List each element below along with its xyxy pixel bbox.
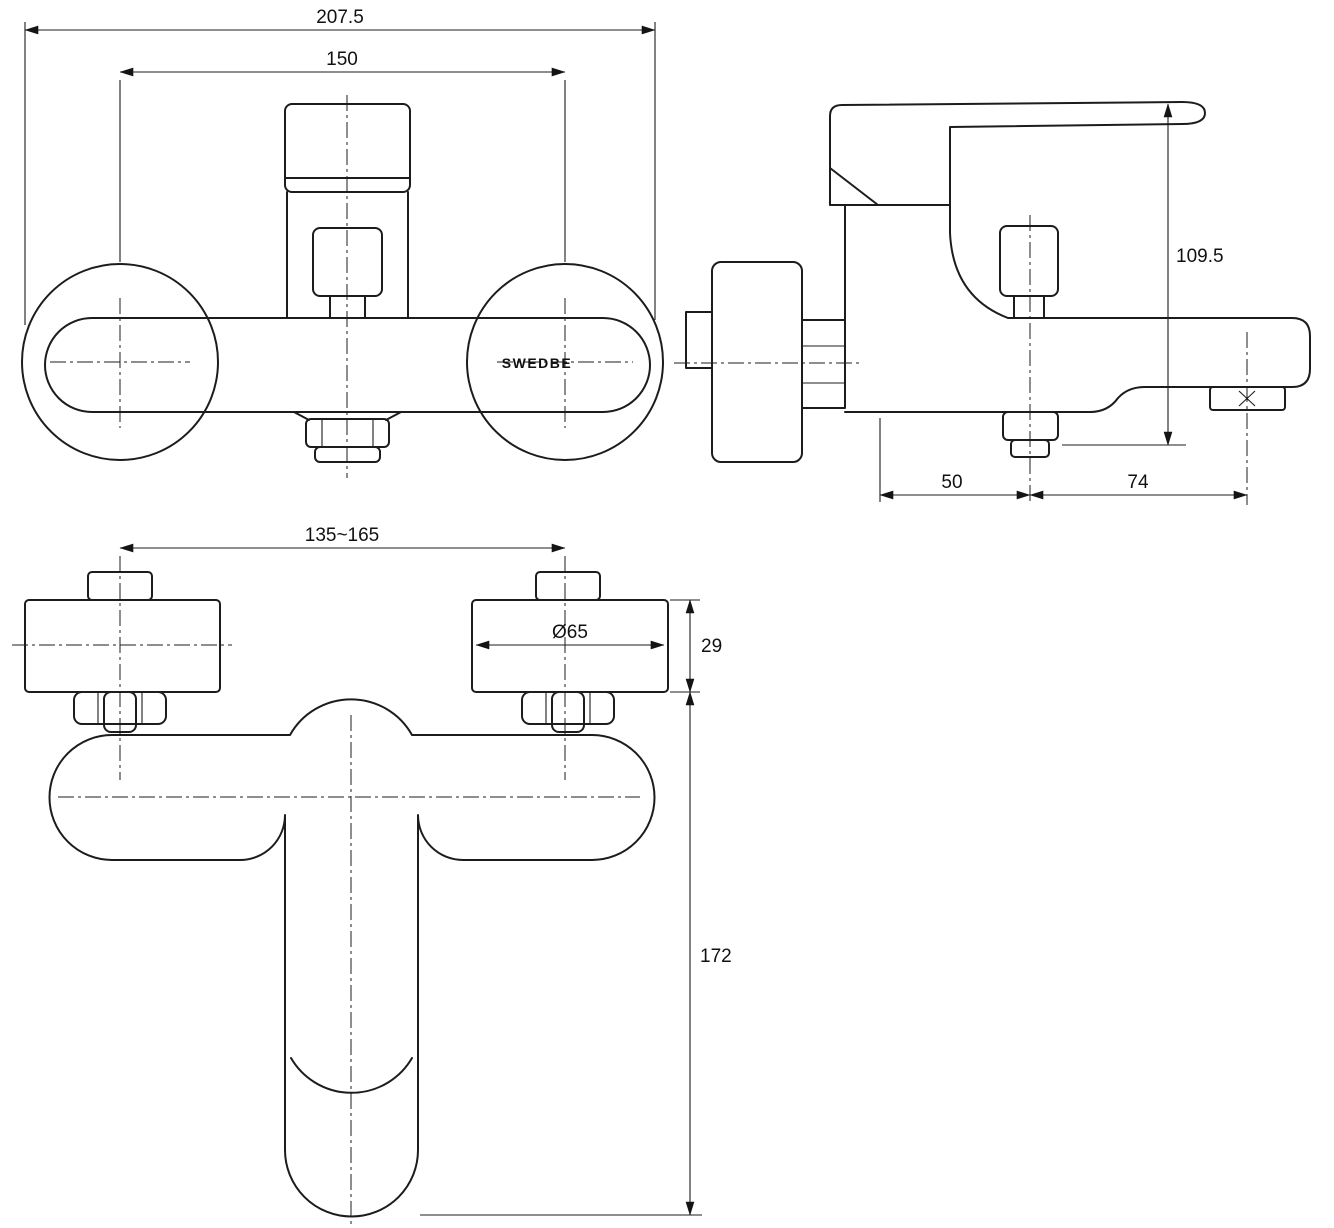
dim-label-overall-width: 207.5: [316, 7, 364, 28]
dim-label-diverter-to-spout: 74: [1127, 472, 1149, 493]
dim-handle-width: 150: [119, 49, 566, 262]
dim-label-mount-centers: 135~165: [305, 525, 380, 546]
aerator: [1209, 386, 1286, 411]
dim-label-handle-width: 150: [326, 49, 358, 70]
mounting-nut-side: [801, 319, 846, 409]
dim-diverter-to-spout: 74: [1029, 472, 1248, 500]
escutcheon-left-bottom: [24, 571, 221, 733]
front-centerlines: [50, 95, 633, 478]
dim-label-height: 109.5: [1176, 246, 1224, 267]
bottom-view: 135~165 Ø65 29 172: [12, 525, 732, 1226]
dim-spout-reach: 172: [420, 691, 732, 1216]
dim-overall-width: 207.5: [24, 7, 656, 325]
dim-label-spout-reach: 172: [700, 946, 732, 967]
shower-outlet-front: [293, 411, 402, 463]
dim-label-flange-diameter: Ø65: [552, 622, 588, 643]
dim-wall-to-diverter: 50: [879, 418, 1031, 502]
diverter-knob-side: [999, 225, 1059, 319]
side-view: 109.5 50 74: [674, 101, 1311, 505]
wall-pipe-side: [685, 311, 713, 369]
diverter-knob-front: [312, 227, 383, 319]
dim-height: 109.5: [1062, 103, 1224, 446]
brand-text: SWEDBE: [502, 355, 572, 371]
dim-mount-centers: 135~165: [119, 525, 566, 553]
left-escutcheon-circle: [21, 263, 219, 461]
side-centerlines: [674, 215, 1248, 505]
lever-handle-side: [829, 101, 1206, 206]
body-side: [844, 204, 1009, 321]
dim-label-wall-to-diverter: 50: [941, 472, 962, 493]
dim-flange-diameter: Ø65: [475, 622, 665, 650]
wall-escutcheon-side: [711, 261, 803, 463]
front-view: SWEDBE 207.5 150: [21, 7, 664, 478]
escutcheon-right-bottom: [471, 571, 669, 733]
bottom-centerlines: [12, 556, 640, 1226]
right-escutcheon-circle: [466, 263, 664, 461]
spout-bottom: [48, 698, 656, 1218]
mixer-body-front: [44, 317, 651, 413]
spout-side: [844, 317, 1311, 413]
handle-front: [284, 103, 411, 319]
shower-outlet-side: [1002, 411, 1059, 458]
dim-flange-depth: 29: [670, 599, 722, 693]
dim-label-flange-depth: 29: [701, 636, 722, 657]
